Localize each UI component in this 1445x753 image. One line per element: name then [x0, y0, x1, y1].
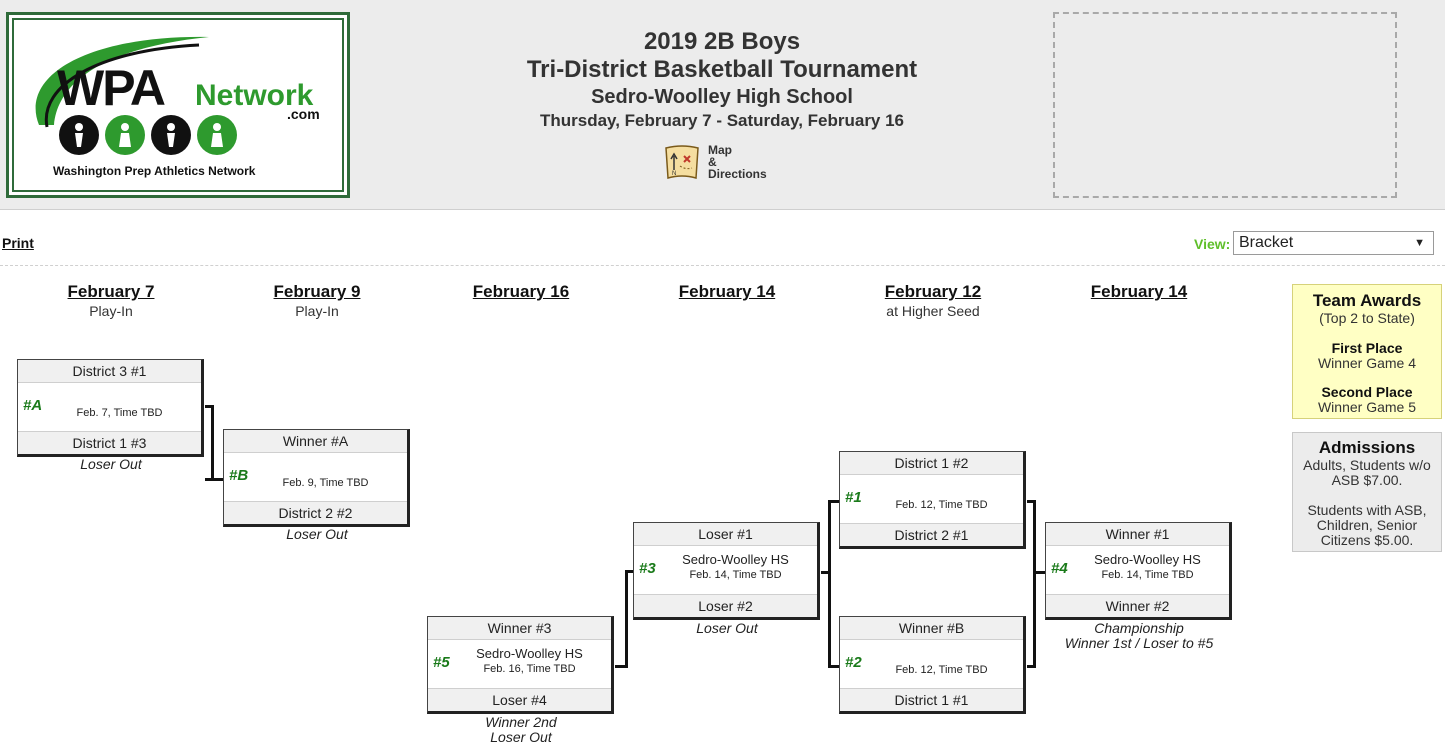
game-time: Feb. 16, Time TBD	[483, 663, 576, 675]
game-location: Sedro-Woolley HS	[1094, 552, 1201, 567]
admissions-line-1: Adults, Students w/o	[1303, 457, 1431, 473]
game-a-bottom-team: District 1 #3	[18, 431, 201, 454]
game-1-top-team: District 1 #2	[840, 452, 1023, 475]
game-5-top-team: Winner #3	[428, 617, 611, 640]
game-4-bottom-team: Winner #2	[1046, 594, 1229, 617]
game-number: #5	[433, 654, 450, 671]
game-b[interactable]: Winner #A #B Feb. 9, Time TBD District 2…	[223, 429, 410, 527]
game-4-top-team: Winner #1	[1046, 523, 1229, 546]
game-b-top-team: Winner #A	[224, 430, 407, 453]
game-time: Feb. 14, Time TBD	[689, 569, 782, 581]
game-location: Sedro-Woolley HS	[476, 646, 583, 661]
map-directions-link[interactable]: N Map & Directions	[662, 142, 767, 182]
game-number: #1	[845, 489, 862, 506]
game-time: Feb. 14, Time TBD	[1101, 569, 1194, 581]
svg-text:Network: Network	[195, 79, 314, 112]
admissions-line-5: Citizens $5.00.	[1320, 532, 1414, 548]
second-place-value: Winner Game 5	[1317, 399, 1417, 415]
view-label: View:	[1194, 236, 1231, 252]
ad-placeholder	[1053, 12, 1397, 198]
game-3-top-team: Loser #1	[634, 523, 817, 546]
page-header: WPA Network .com Washington Prep Athleti…	[0, 0, 1445, 210]
wpa-network-logo[interactable]: WPA Network .com Washington Prep Athleti…	[6, 12, 350, 198]
map-label: Map & Directions	[708, 143, 767, 181]
logo-graphic: WPA Network .com Washington Prep Athleti…	[35, 36, 320, 178]
game-3[interactable]: Loser #1 #3 Sedro-Woolley HS Feb. 14, Ti…	[633, 522, 820, 620]
connector-3-stub	[625, 570, 633, 573]
game-2-bottom-team: District 1 #1	[840, 688, 1023, 711]
game-number: #2	[845, 654, 862, 671]
game-2-top-team: Winner #B	[840, 617, 1023, 640]
connector-1-2	[828, 500, 839, 668]
game-time: Feb. 12, Time TBD	[895, 664, 988, 676]
svg-text:WPA: WPA	[57, 60, 165, 116]
team-awards-panel: Team Awards (Top 2 to State) First Place…	[1292, 284, 1442, 419]
column-header-1: February 7 Play-In	[67, 282, 155, 319]
game-2[interactable]: Winner #B #2 Feb. 12, Time TBD District …	[839, 616, 1026, 714]
column-header-4: February 14	[678, 282, 776, 301]
first-place-value: Winner Game 4	[1317, 355, 1417, 371]
game-a[interactable]: District 3 #1 #A Feb. 7, Time TBD Distri…	[17, 359, 204, 457]
column-header-3: February 16	[472, 282, 570, 301]
admissions-line-3: Students with ASB,	[1307, 502, 1427, 518]
game-location: Sedro-Woolley HS	[682, 552, 789, 567]
admissions-line-4: Children, Senior	[1316, 517, 1418, 533]
game-b-bottom-team: District 2 #2	[224, 501, 407, 524]
column-header-2: February 9 Play-In	[273, 282, 361, 319]
awards-title: Team Awards	[1312, 291, 1422, 310]
column-header-6: February 14	[1090, 282, 1188, 301]
dropdown-arrow-icon: ▼	[1414, 237, 1425, 249]
game-a-top-team: District 3 #1	[18, 360, 201, 383]
connector-a-b-tail	[214, 478, 223, 481]
view-select-value: Bracket	[1239, 234, 1294, 251]
connector-a-b	[205, 405, 214, 481]
svg-text:N: N	[672, 171, 676, 177]
print-link[interactable]: Print	[2, 235, 34, 251]
game-number: #4	[1051, 560, 1068, 577]
admissions-title: Admissions	[1318, 438, 1416, 457]
game-3-note: Loser Out	[696, 620, 758, 636]
connector-3-stub-right	[821, 571, 830, 574]
game-5[interactable]: Winner #3 #5 Sedro-Woolley HS Feb. 16, T…	[427, 616, 614, 714]
game-time: Feb. 12, Time TBD	[895, 499, 988, 511]
game-1-bottom-team: District 2 #1	[840, 523, 1023, 546]
admissions-panel: Admissions Adults, Students w/o ASB $7.0…	[1292, 432, 1442, 552]
game-a-note: Loser Out	[80, 456, 142, 472]
connector-1-2-right	[1027, 500, 1036, 668]
column-header-5: February 12 at Higher Seed	[884, 282, 982, 319]
game-4-note: Championship Winner 1st / Loser to #5	[1064, 620, 1214, 651]
treasure-map-icon: N	[665, 145, 699, 179]
title-line-1: 2019 2B Boys	[643, 28, 801, 55]
game-number: #B	[229, 467, 249, 484]
awards-subtitle: (Top 2 to State)	[1319, 310, 1415, 326]
game-number: #3	[639, 560, 656, 577]
date-range: Thursday, February 7 - Saturday, Februar…	[539, 111, 905, 130]
svg-text:.com: .com	[287, 106, 320, 122]
game-time: Feb. 9, Time TBD	[282, 477, 369, 489]
game-4[interactable]: Winner #1 #4 Sedro-Woolley HS Feb. 14, T…	[1045, 522, 1232, 620]
game-1[interactable]: District 1 #2 #1 Feb. 12, Time TBD Distr…	[839, 451, 1026, 549]
first-place-label: First Place	[1331, 340, 1403, 356]
svg-text:Washington Prep Athletics Netw: Washington Prep Athletics Network	[53, 164, 256, 178]
game-number: #A	[23, 397, 43, 414]
game-3-bottom-team: Loser #2	[634, 594, 817, 617]
divider	[0, 265, 1445, 266]
game-time: Feb. 7, Time TBD	[76, 407, 163, 419]
connector-5-stub	[615, 665, 628, 668]
second-place-label: Second Place	[1321, 384, 1413, 400]
game-5-note: Winner 2nd Loser Out	[485, 714, 557, 745]
admissions-line-2: ASB $7.00.	[1331, 472, 1403, 488]
venue: Sedro-Woolley High School	[591, 86, 853, 108]
connector-4-stub	[1036, 571, 1045, 574]
connector-5-3-vertical	[625, 570, 628, 666]
view-select[interactable]: Bracket ▼	[1233, 231, 1434, 255]
game-b-note: Loser Out	[286, 526, 348, 542]
game-5-bottom-team: Loser #4	[428, 688, 611, 711]
title-line-2: Tri-District Basketball Tournament	[526, 56, 918, 83]
tournament-title-block: 2019 2B Boys Tri-District Basketball Tou…	[470, 28, 974, 132]
